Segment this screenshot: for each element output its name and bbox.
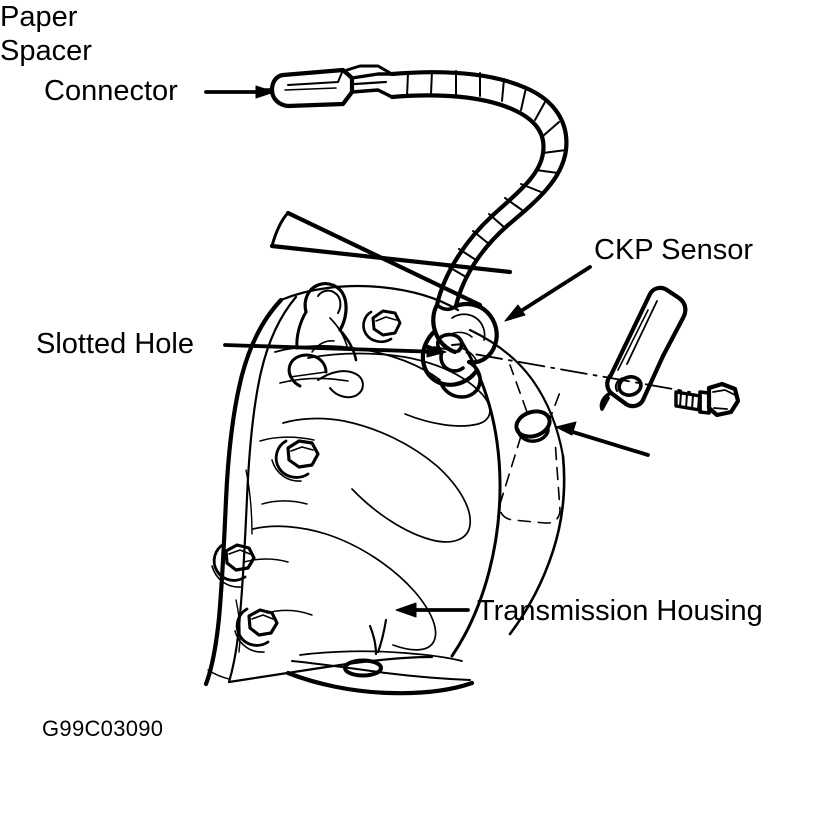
label-connector: Connector [44, 75, 178, 107]
label-ckp-sensor: CKP Sensor [594, 234, 754, 266]
housing-bolt-upper [362, 309, 402, 344]
label-paper-spacer-line1: Paper [0, 1, 78, 33]
housing-bolt-lower [234, 607, 279, 653]
callout-leader-ckp-sensor [504, 265, 592, 322]
callout-leader-transmission-housing [395, 602, 470, 618]
wiring-harness [389, 70, 569, 312]
housing-bolt-mid-lower [211, 542, 256, 588]
label-transmission-housing: Transmission Housing [477, 595, 763, 627]
figure-id: G99C03090 [42, 716, 164, 741]
slotted-hole [435, 332, 465, 373]
mounting-bolt [674, 381, 741, 418]
retaining-bracket [599, 285, 688, 411]
connector [263, 64, 394, 109]
pan-flange [285, 650, 475, 696]
ckp-sensor [420, 301, 499, 399]
label-paper-spacer: Paper Spacer [0, 0, 839, 68]
assembly-centerline [433, 346, 691, 393]
sensor-mount-bracket [295, 282, 358, 362]
spacer-projection-lines [498, 364, 561, 524]
housing-bolt-mid-upper [271, 439, 320, 482]
callout-leader-slotted-hole [223, 343, 447, 358]
label-slotted-hole: Slotted Hole [36, 328, 194, 360]
callout-leader-connector [204, 85, 275, 99]
label-paper-spacer-line2: Spacer [0, 35, 92, 67]
callout-leader-paper-spacer [555, 421, 650, 457]
